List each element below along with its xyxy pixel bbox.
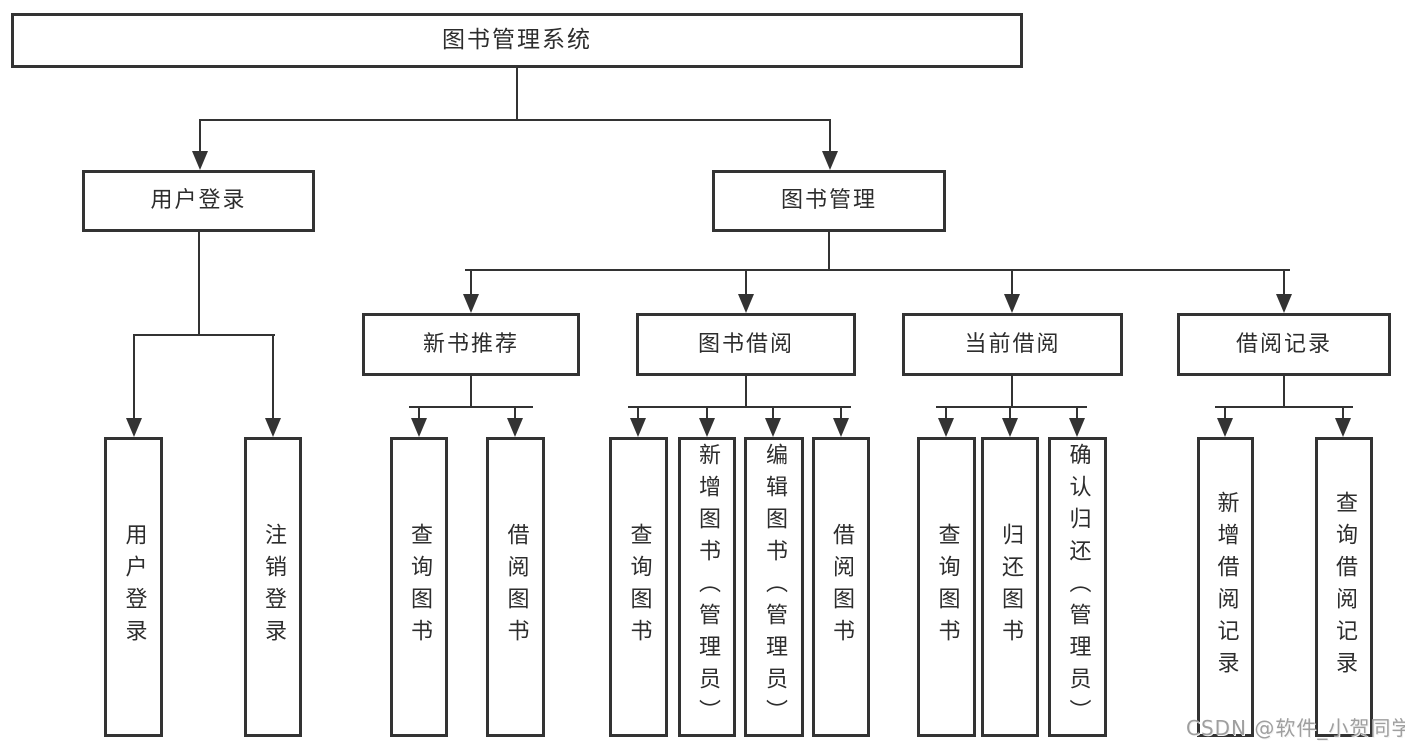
leaf-query-book-recommend: 查询图书 xyxy=(390,437,448,737)
connector-line xyxy=(1342,406,1344,420)
arrow-down-icon xyxy=(1002,418,1018,437)
leaf-query-book-current: 查询图书 xyxy=(917,437,976,737)
arrow-down-icon xyxy=(192,151,208,170)
connector-line xyxy=(745,376,747,408)
connector-line xyxy=(1076,406,1078,420)
connector-line xyxy=(470,269,472,296)
arrow-down-icon xyxy=(938,418,954,437)
connector-line xyxy=(516,68,518,121)
arrow-down-icon xyxy=(822,151,838,170)
leaf-return-book: 归还图书 xyxy=(981,437,1039,737)
arrow-down-icon xyxy=(265,418,281,437)
connector-line xyxy=(1283,269,1285,296)
connector-line xyxy=(936,406,1087,408)
connector-line xyxy=(945,406,947,420)
leaf-add-borrow-record: 新增借阅记录 xyxy=(1197,437,1254,737)
connector-line xyxy=(133,334,135,420)
node-current-borrowing: 当前借阅 xyxy=(902,313,1123,376)
connector-line xyxy=(514,406,516,420)
connector-line xyxy=(199,119,201,152)
connector-line xyxy=(1011,376,1013,408)
connector-line xyxy=(745,269,747,296)
connector-line xyxy=(1215,406,1353,408)
arrow-down-icon xyxy=(1276,294,1292,313)
connector-line xyxy=(133,334,275,336)
connector-line xyxy=(409,406,533,408)
connector-line xyxy=(1283,376,1285,408)
leaf-user-login: 用户登录 xyxy=(104,437,163,737)
leaf-borrow-book-recommend: 借阅图书 xyxy=(486,437,545,737)
node-root: 图书管理系统 xyxy=(11,13,1023,68)
node-new-book-recommend: 新书推荐 xyxy=(362,313,580,376)
connector-line xyxy=(829,119,831,152)
leaf-add-book-admin: 新增图书（管理员） xyxy=(678,437,736,737)
node-book-management: 图书管理 xyxy=(712,170,946,232)
connector-line xyxy=(418,406,420,420)
arrow-down-icon xyxy=(507,418,523,437)
connector-line xyxy=(1009,406,1011,420)
watermark: CSDN @软件_小贺同学 xyxy=(1186,716,1405,740)
leaf-query-borrow-record: 查询借阅记录 xyxy=(1315,437,1373,737)
arrow-down-icon xyxy=(1217,418,1233,437)
arrow-down-icon xyxy=(765,418,781,437)
arrow-down-icon xyxy=(1004,294,1020,313)
connector-line xyxy=(628,406,851,408)
arrow-down-icon xyxy=(126,418,142,437)
connector-line xyxy=(1011,269,1013,296)
connector-line xyxy=(1224,406,1226,420)
arrow-down-icon xyxy=(1335,418,1351,437)
arrow-down-icon xyxy=(833,418,849,437)
leaf-edit-book-admin: 编辑图书（管理员） xyxy=(744,437,804,737)
arrow-down-icon xyxy=(738,294,754,313)
arrow-down-icon xyxy=(630,418,646,437)
leaf-logout: 注销登录 xyxy=(244,437,302,737)
leaf-query-book-borrow: 查询图书 xyxy=(609,437,668,737)
connector-line xyxy=(198,232,200,336)
arrow-down-icon xyxy=(699,418,715,437)
connector-line xyxy=(828,232,830,271)
arrow-down-icon xyxy=(1069,418,1085,437)
connector-line xyxy=(637,406,639,420)
connector-line xyxy=(470,376,472,408)
arrow-down-icon xyxy=(463,294,479,313)
connector-line xyxy=(772,406,774,420)
node-book-borrowing: 图书借阅 xyxy=(636,313,856,376)
connector-line xyxy=(706,406,708,420)
leaf-confirm-return-admin: 确认归还（管理员） xyxy=(1048,437,1107,737)
connector-line xyxy=(272,334,274,420)
connector-line xyxy=(465,269,1290,271)
connector-line xyxy=(840,406,842,420)
node-user-login: 用户登录 xyxy=(82,170,315,232)
node-borrowing-records: 借阅记录 xyxy=(1177,313,1391,376)
leaf-borrow-book: 借阅图书 xyxy=(812,437,870,737)
connector-line xyxy=(199,119,831,121)
arrow-down-icon xyxy=(411,418,427,437)
